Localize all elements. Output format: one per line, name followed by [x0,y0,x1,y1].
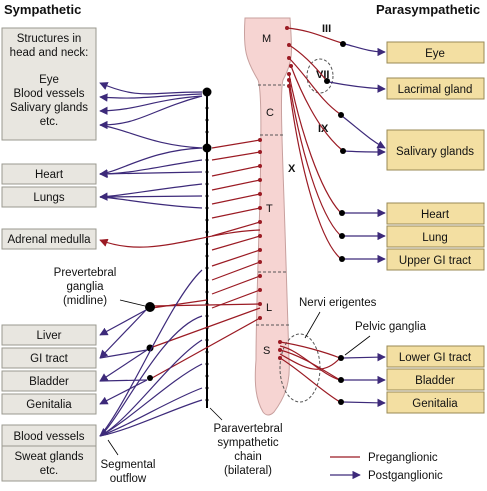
parasympathetic-cranial-fibers [286,27,386,264]
eye-para-label: Eye [425,48,445,60]
box-bladder-para: Bladder [386,368,485,391]
segment-m-label: M [262,33,271,45]
head-neck-vessels: Blood vessels [14,88,85,100]
box-upper-gi: Upper GI tract [386,248,485,271]
segment-t-label: T [266,203,273,215]
prevertebral-label-2: ganglia [66,281,104,293]
spinal-cord [243,17,293,416]
sympathetic-preganglionic-fibers [149,139,261,379]
paravertebral-pointer [209,407,223,421]
pelvic-ganglia [338,355,344,405]
box-bladder-sym: Bladder [1,370,97,392]
adrenal-label: Adrenal medulla [7,234,91,246]
heart-para-label: Heart [421,209,450,221]
sweat-glands-label: Sweat glands [14,451,83,463]
box-heart-sym: Heart [1,163,97,185]
box-lacrimal: Lacrimal gland [386,77,485,100]
lacrimal-label: Lacrimal gland [398,84,473,96]
box-lower-gi: Lower GI tract [386,345,485,368]
vessels-title: Blood vessels [14,431,85,443]
head-neck-title-2: head and neck: [10,47,89,59]
upper-gi-label: Upper GI tract [399,255,472,267]
legend-pre-label: Preganglionic [368,452,438,464]
heart-sym-label: Heart [35,169,64,181]
prevertebral-ganglion-inferior [147,375,153,381]
box-lung-para: Lung [386,225,485,248]
pelvic-ganglia-label: Pelvic ganglia [355,321,427,333]
prevertebral-pointer [119,299,146,307]
box-gi-sym: GI tract [1,347,97,369]
prevertebral-label-3: (midline) [63,295,107,307]
sacral-exit-dots [278,340,282,360]
box-liver: Liver [1,324,97,346]
nervi-erigentes-label: Nervi erigentes [299,297,377,309]
cranial-exit-dots [285,26,293,88]
box-head-neck: Structures in head and neck: Eye Blood v… [1,27,97,141]
paravertebral-label-2: sympathetic [217,437,279,449]
head-neck-eye: Eye [39,74,59,86]
lungs-sym-label: Lungs [33,192,65,204]
cord-exit-dots [258,138,262,320]
segmental-label-1: Segmental [101,459,156,471]
nervi-erigentes-pointer [304,311,321,339]
box-salivary: Salivary glands [386,129,485,171]
lower-gi-label: Lower GI tract [399,352,472,364]
paravertebral-label-1: Paravertebral [213,423,282,435]
sympathetic-header: Sympathetic [4,2,81,17]
box-heart-para: Heart [386,202,485,225]
lung-para-label: Lung [422,232,448,244]
vessels-etc-label: etc. [40,465,59,477]
segment-l-label: L [266,302,272,314]
genitalia-para-label: Genitalia [412,398,458,410]
parasympathetic-header: Parasympathetic [376,2,480,17]
legend-post-label: Postganglionic [368,470,443,482]
segment-s-label: S [263,345,270,357]
prevertebral-ganglion-mesenteric [146,344,154,352]
salivary-label: Salivary glands [396,146,474,158]
parasympathetic-cranial-ganglia [324,41,346,262]
box-eye-para: Eye [386,41,485,64]
legend: Preganglionic Postganglionic [330,452,443,482]
prevertebral-label-1: Prevertebral [54,267,117,279]
parasympathetic-sacral-fibers [279,341,386,408]
head-neck-salivary: Salivary glands [10,102,88,114]
bladder-sym-label: Bladder [29,376,69,388]
box-vessels: Blood vessels Sweat glands etc. [1,424,97,482]
liver-label: Liver [37,330,62,342]
box-lungs-sym: Lungs [1,186,97,208]
pelvic-ganglia-pointer [344,335,371,356]
chain-ganglia [202,87,212,402]
sympathetic-postganglionic-fibers [99,82,261,437]
segment-c-label: C [266,107,274,119]
box-adrenal: Adrenal medulla [1,228,97,250]
gi-sym-label: GI tract [30,353,69,365]
box-genitalia-para: Genitalia [386,391,485,414]
cranial-nerve-iii: III [322,23,331,35]
segmental-pointer [107,439,119,456]
segmental-label-2: outflow [110,473,147,485]
vii-ganglia-outline [306,58,334,94]
prevertebral-ganglion-celiac [145,302,155,312]
bladder-para-label: Bladder [415,375,455,387]
cranial-nerve-x: X [288,163,296,175]
paravertebral-label-4: (bilateral) [224,465,272,477]
head-neck-etc: etc. [40,116,59,128]
head-neck-title-1: Structures in [17,33,82,45]
paravertebral-label-3: chain [234,451,262,463]
box-genitalia-sym: Genitalia [1,393,97,415]
genitalia-sym-label: Genitalia [26,399,72,411]
